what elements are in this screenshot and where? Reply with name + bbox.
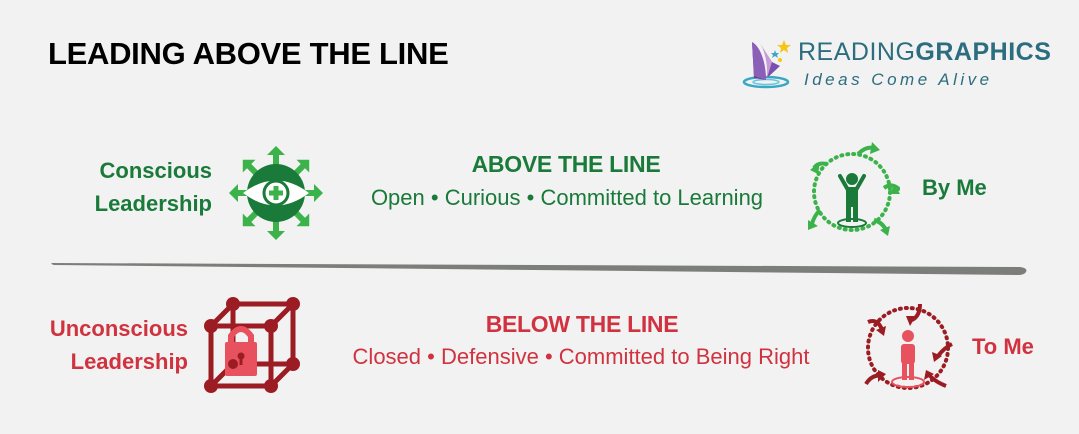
below-traits: Closed • Defensive • Committed to Being … xyxy=(301,344,861,370)
book-with-stars-icon xyxy=(742,40,791,89)
bullet: • xyxy=(544,344,553,369)
person-inward-arrows-icon xyxy=(864,303,953,390)
label-line-1: Conscious xyxy=(99,158,212,183)
conscious-leadership-label: Conscious Leadership xyxy=(60,154,212,220)
locked-cube-icon xyxy=(204,297,300,393)
trait-committed-to-being-right: Committed to Being Right xyxy=(558,344,810,369)
label-line-2: Leadership xyxy=(94,191,212,216)
logo-brand-text: READINGGRAPHICS xyxy=(798,38,1052,66)
logo-tagline: Ideas Come Alive xyxy=(804,70,993,89)
bullet: • xyxy=(427,344,435,369)
bullet: • xyxy=(526,185,535,210)
trait-committed-to-learning: Committed to Learning xyxy=(540,185,764,210)
the-line-divider xyxy=(51,263,1027,275)
by-me-label: By Me xyxy=(922,175,987,200)
below-the-line-heading: BELOW THE LINE xyxy=(485,311,679,337)
trait-defensive: Defensive xyxy=(440,344,539,369)
label-line-1: Unconscious xyxy=(49,316,188,341)
trait-closed: Closed xyxy=(352,344,422,369)
above-the-line-heading: ABOVE THE LINE xyxy=(471,151,661,177)
eye-with-arrows-icon xyxy=(228,146,324,240)
label-line-2: Leadership xyxy=(70,349,188,374)
person-arms-raised-outward-arrows-icon xyxy=(808,142,900,236)
page-title: LEADING ABOVE THE LINE xyxy=(48,36,449,71)
above-traits: Open • Curious • Committed to Learning xyxy=(287,185,847,211)
bullet: • xyxy=(430,185,439,210)
to-me-label: To Me xyxy=(972,334,1034,359)
unconscious-leadership-label: Unconscious Leadership xyxy=(30,312,188,378)
readinggraphics-logo: READINGGRAPHICS Ideas Come Alive xyxy=(742,36,1051,96)
trait-curious: Curious xyxy=(444,185,521,210)
trait-open: Open xyxy=(370,185,425,210)
